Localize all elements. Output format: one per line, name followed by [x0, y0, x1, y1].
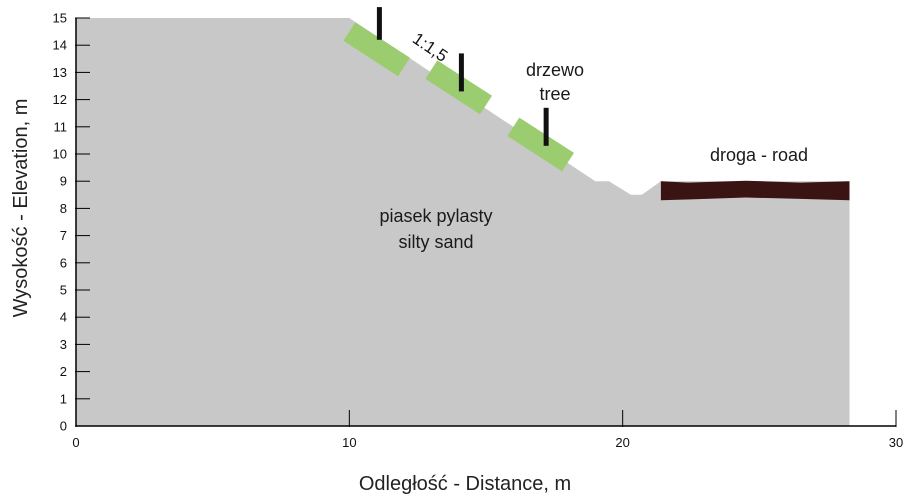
features-layer	[343, 7, 850, 201]
y-tick-label-13: 13	[53, 65, 67, 80]
y-tick-label-0: 0	[60, 419, 67, 434]
y-tick-label-11: 11	[54, 119, 68, 134]
y-tick-label-10: 10	[53, 147, 67, 162]
y-axis-title: Wysokość - Elevation, m	[10, 99, 32, 318]
soil-layer	[76, 18, 850, 426]
slope-ratio-label: 1:1,5	[409, 29, 451, 66]
green-strip-2	[425, 60, 492, 115]
y-tick-label-7: 7	[60, 228, 67, 243]
tree-label-english: tree	[539, 84, 570, 104]
soil-body	[76, 18, 850, 426]
y-tick-label-12: 12	[53, 92, 67, 107]
y-tick-label-3: 3	[60, 337, 67, 352]
road-label: droga - road	[710, 145, 808, 165]
y-tick-label-15: 15	[53, 11, 67, 26]
tree-label-polish: drzewo	[526, 60, 584, 80]
x-axis-title: Odległość - Distance, m	[359, 473, 571, 495]
x-tick-label-0: 0	[72, 435, 79, 450]
y-tick-label-9: 9	[60, 174, 67, 189]
green-strip-3	[507, 117, 574, 172]
soil-label-english: silty sand	[398, 232, 473, 252]
y-tick-label-8: 8	[60, 201, 67, 216]
x-tick-label-30: 30	[889, 435, 903, 450]
soil-label-polish: piasek pylasty	[379, 206, 492, 226]
x-tick-label-10: 10	[342, 435, 356, 450]
y-tick-label-14: 14	[53, 38, 67, 53]
green-strip-1	[343, 22, 410, 77]
y-tick-label-2: 2	[60, 364, 67, 379]
y-tick-label-1: 1	[60, 391, 67, 406]
y-tick-label-6: 6	[60, 255, 67, 270]
x-tick-label-20: 20	[615, 435, 629, 450]
y-tick-label-5: 5	[60, 283, 67, 298]
road-surface	[660, 180, 850, 201]
y-tick-label-4: 4	[60, 310, 67, 325]
